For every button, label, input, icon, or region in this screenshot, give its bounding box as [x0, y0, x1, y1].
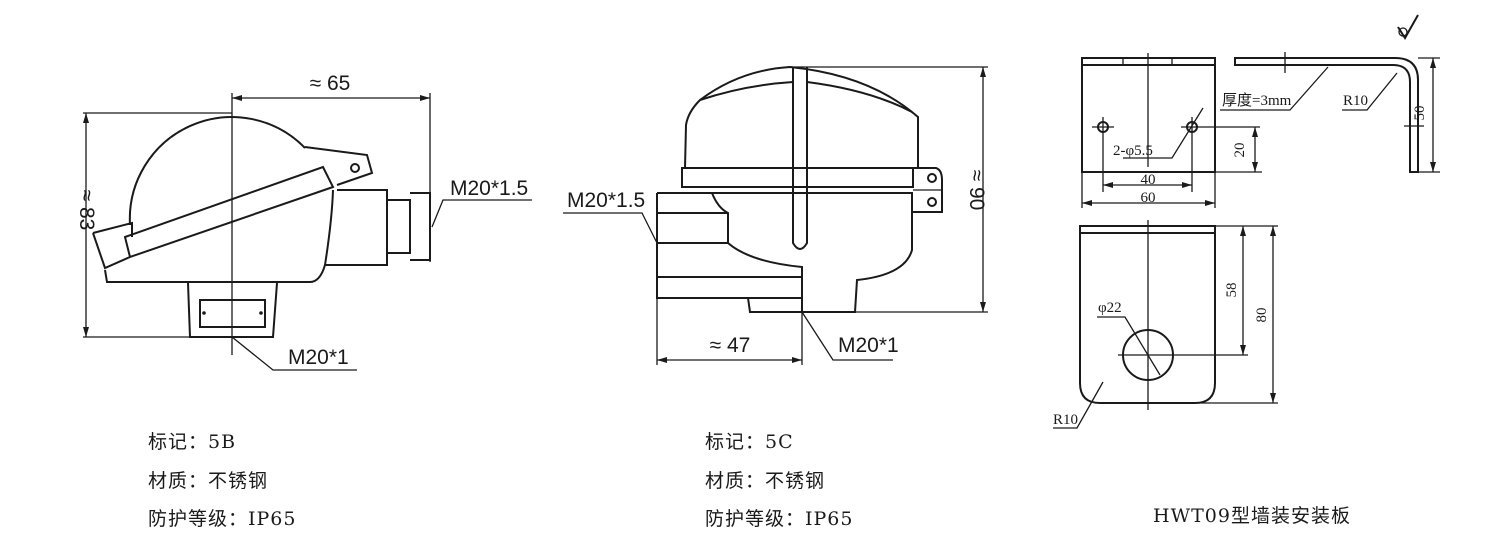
- thickness-label: 厚度=3mm: [1222, 92, 1292, 109]
- hole-diameter-label: φ22: [1098, 300, 1122, 316]
- bottom-thread-label: M20*1: [838, 334, 899, 357]
- spec-protection: 防护等级：IP65: [148, 508, 296, 530]
- side-thread-label: M20*1.5: [450, 177, 528, 200]
- dim-40-label: 40: [1141, 172, 1156, 188]
- holes-label: 2-φ5.5: [1113, 143, 1153, 159]
- width-label: ≈ 65: [310, 72, 351, 95]
- spec-mark: 标记：5C: [705, 431, 794, 453]
- height-label: ≈ 90: [965, 170, 988, 211]
- dim-58-label: 58: [1224, 283, 1240, 298]
- corner-radius-label: R10: [1053, 412, 1078, 428]
- height-label: ≈ 83: [75, 190, 98, 231]
- spec-mark: 标记：5B: [148, 431, 236, 453]
- dim-80-label: 80: [1254, 308, 1270, 323]
- spec-material: 材质：不锈钢: [148, 470, 268, 492]
- surface-finish-symbol-icon: [1397, 14, 1419, 40]
- dim-20-label: 20: [1232, 143, 1248, 158]
- bracket-caption: HWT09型墙装安装板: [1153, 505, 1351, 527]
- bottom-thread-label: M20*1: [288, 346, 349, 369]
- dim-50-label: 50: [1412, 106, 1428, 121]
- dim-60-label: 60: [1141, 190, 1156, 206]
- junction-box-5b-drawing: ≈ 83 ≈ 65 M20*1.5 M20*1 标记：5B 材质：不锈钢 防护等…: [75, 72, 532, 530]
- side-thread-label: M20*1.5: [567, 189, 645, 212]
- spec-protection: 防护等级：IP65: [705, 508, 853, 530]
- width-label: ≈ 47: [710, 334, 751, 357]
- bend-radius-label: R10: [1343, 93, 1368, 109]
- bracket-side-view: [1234, 57, 1419, 173]
- cable-hole: [1122, 329, 1174, 381]
- spec-material: 材质：不锈钢: [705, 470, 825, 492]
- wall-bracket-drawing: 2-φ5.5 40 60 20 厚度=3mm R10 50 φ22 58: [1053, 14, 1440, 527]
- junction-box-5c-drawing: ≈ 90 ≈ 47 M20*1.5 M20*1 标记：5C 材质：不锈钢 防护等…: [563, 65, 988, 530]
- name-plate: [199, 299, 266, 328]
